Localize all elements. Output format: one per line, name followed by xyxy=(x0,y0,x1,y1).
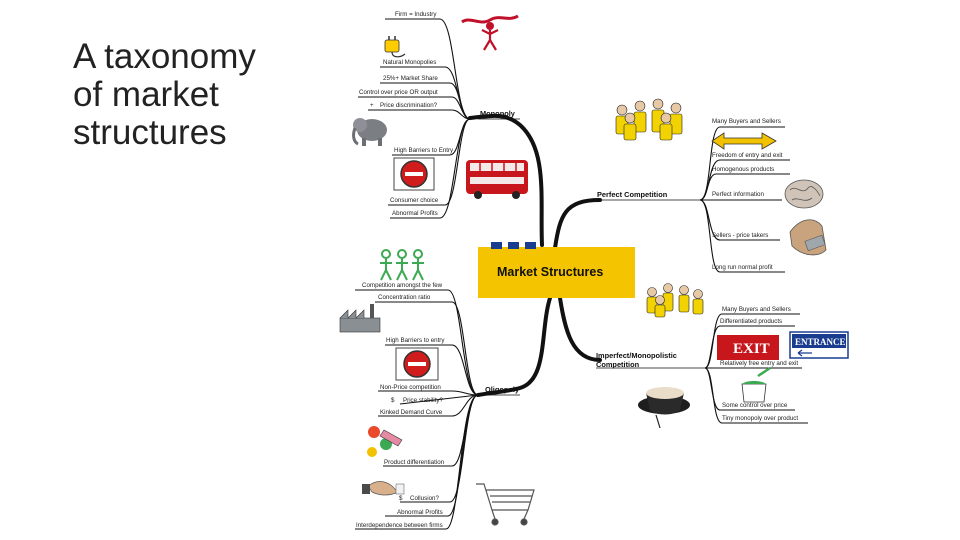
center-label: Market Structures xyxy=(497,265,603,279)
imperfect-item-1: Many Buyers and Sellers xyxy=(722,306,791,313)
double-arrow-icon xyxy=(711,132,777,150)
center-node: Market Structures xyxy=(478,242,635,298)
oligopoly-item-3: High Barriers to entry xyxy=(386,337,445,344)
oligopoly-item-5-marker: $ xyxy=(391,397,395,404)
imperfect-label-line1: Imperfect/Monopolistic xyxy=(596,351,677,360)
coffee-cup-icon xyxy=(638,387,690,429)
center-flag-1 xyxy=(491,242,502,249)
perfect-item-5: Sellers - price takers xyxy=(712,232,768,239)
no-entry-sign-icon xyxy=(393,157,435,191)
factory-icon xyxy=(339,304,381,333)
monopoly-item-5-marker: + xyxy=(370,102,374,109)
exit-sign-text: EXIT xyxy=(733,341,770,357)
imperfect-item-2: Differentiated products xyxy=(720,318,782,325)
monopoly-item-8: Abnormal Profits xyxy=(392,210,438,217)
oligopoly-item-6: Kinked Demand Curve xyxy=(380,409,443,416)
imperfect-competition-branch: Imperfect/Monopolistic Competition Many … xyxy=(596,283,849,429)
oligopoly-item-5: Price stability? xyxy=(403,397,443,404)
imperfect-label-line2: Competition xyxy=(596,360,640,369)
oligopoly-item-9: Abnormal Profits xyxy=(397,509,443,516)
title-line-1: A taxonomy xyxy=(73,37,256,76)
monopoly-item-5: Price discrimination? xyxy=(380,102,438,109)
brain-icon xyxy=(784,179,824,209)
perfect-item-4: Perfect information xyxy=(712,191,764,198)
entrance-sign-icon: ENTRANCE xyxy=(789,331,849,359)
monopoly-item-7: Consumer choice xyxy=(390,197,439,204)
imperfect-item-3: Relatively free entry and exit xyxy=(720,360,798,367)
paint-can-icon xyxy=(741,366,771,403)
monopoly-item-4: Control over price OR output xyxy=(359,89,438,96)
oligopoly-item-10: Interdependence between firms xyxy=(356,522,443,529)
perfect-item-2: Freedom of entry and exit xyxy=(712,152,783,159)
shopping-cart-icon xyxy=(476,483,535,526)
crowd-icon xyxy=(615,98,683,141)
green-figures-icon xyxy=(380,249,424,281)
perfect-competition-branch: Perfect Competition Many Buyers and Sell… xyxy=(596,98,827,273)
title-line-2: of market xyxy=(73,75,219,114)
product-differentiation-icon xyxy=(367,426,403,457)
oligopoly-item-2: Concentration ratio xyxy=(378,294,431,301)
perfect-item-3: Homogenous products xyxy=(712,166,774,173)
hand-with-money-icon xyxy=(789,219,827,256)
no-entry-sign-icon-2 xyxy=(395,347,439,381)
monopoly-label: Monopoly xyxy=(480,109,516,118)
elephant-icon xyxy=(352,118,387,146)
perfect-competition-label: Perfect Competition xyxy=(597,190,668,199)
entrance-sign-text: ENTRANCE xyxy=(795,337,846,347)
monopoly-item-6: High Barriers to Entry xyxy=(394,147,454,154)
oligopoly-item-8-marker: $ xyxy=(399,495,403,502)
title-line-3: structures xyxy=(73,113,227,152)
oligopoly-item-1: Competition amongst the few xyxy=(362,282,443,289)
center-box xyxy=(478,247,635,298)
monopoly-item-1: Firm = Industry xyxy=(395,11,437,18)
red-bus-icon xyxy=(466,160,528,199)
trunk-connectors xyxy=(468,113,602,397)
perfect-item-1: Many Buyers and Sellers xyxy=(712,118,781,125)
monopoly-branch: Monopoly Firm = Industry Natural Monopol… xyxy=(352,11,528,219)
oligopoly-item-8: Collusion? xyxy=(410,495,439,502)
crowd-icon-small xyxy=(646,283,704,318)
center-flag-2 xyxy=(508,242,519,249)
monopoly-item-3: 25%+ Market Share xyxy=(383,75,438,82)
center-flag-3 xyxy=(525,242,536,249)
oligopoly-branch: Oligopoly Competition amongst the few Co… xyxy=(339,249,535,530)
oligopoly-item-4: Non-Price competition xyxy=(380,384,441,391)
perfect-item-6: Long run normal profit xyxy=(712,264,773,271)
exit-sign-icon: EXIT xyxy=(717,335,779,360)
monopoly-item-2: Natural Monopolies xyxy=(383,59,436,66)
imperfect-item-4: Some control over price xyxy=(722,402,788,409)
oligopoly-label: Oligopoly xyxy=(485,385,520,394)
oligopoly-item-7: Product differentiation xyxy=(384,459,445,466)
handshake-icon xyxy=(362,481,405,496)
slide-title: A taxonomy of market structures xyxy=(73,38,303,152)
person-with-banner-icon xyxy=(461,14,519,51)
power-plug-icon xyxy=(384,36,406,58)
imperfect-item-5: Tiny monopoly over product xyxy=(722,415,798,422)
